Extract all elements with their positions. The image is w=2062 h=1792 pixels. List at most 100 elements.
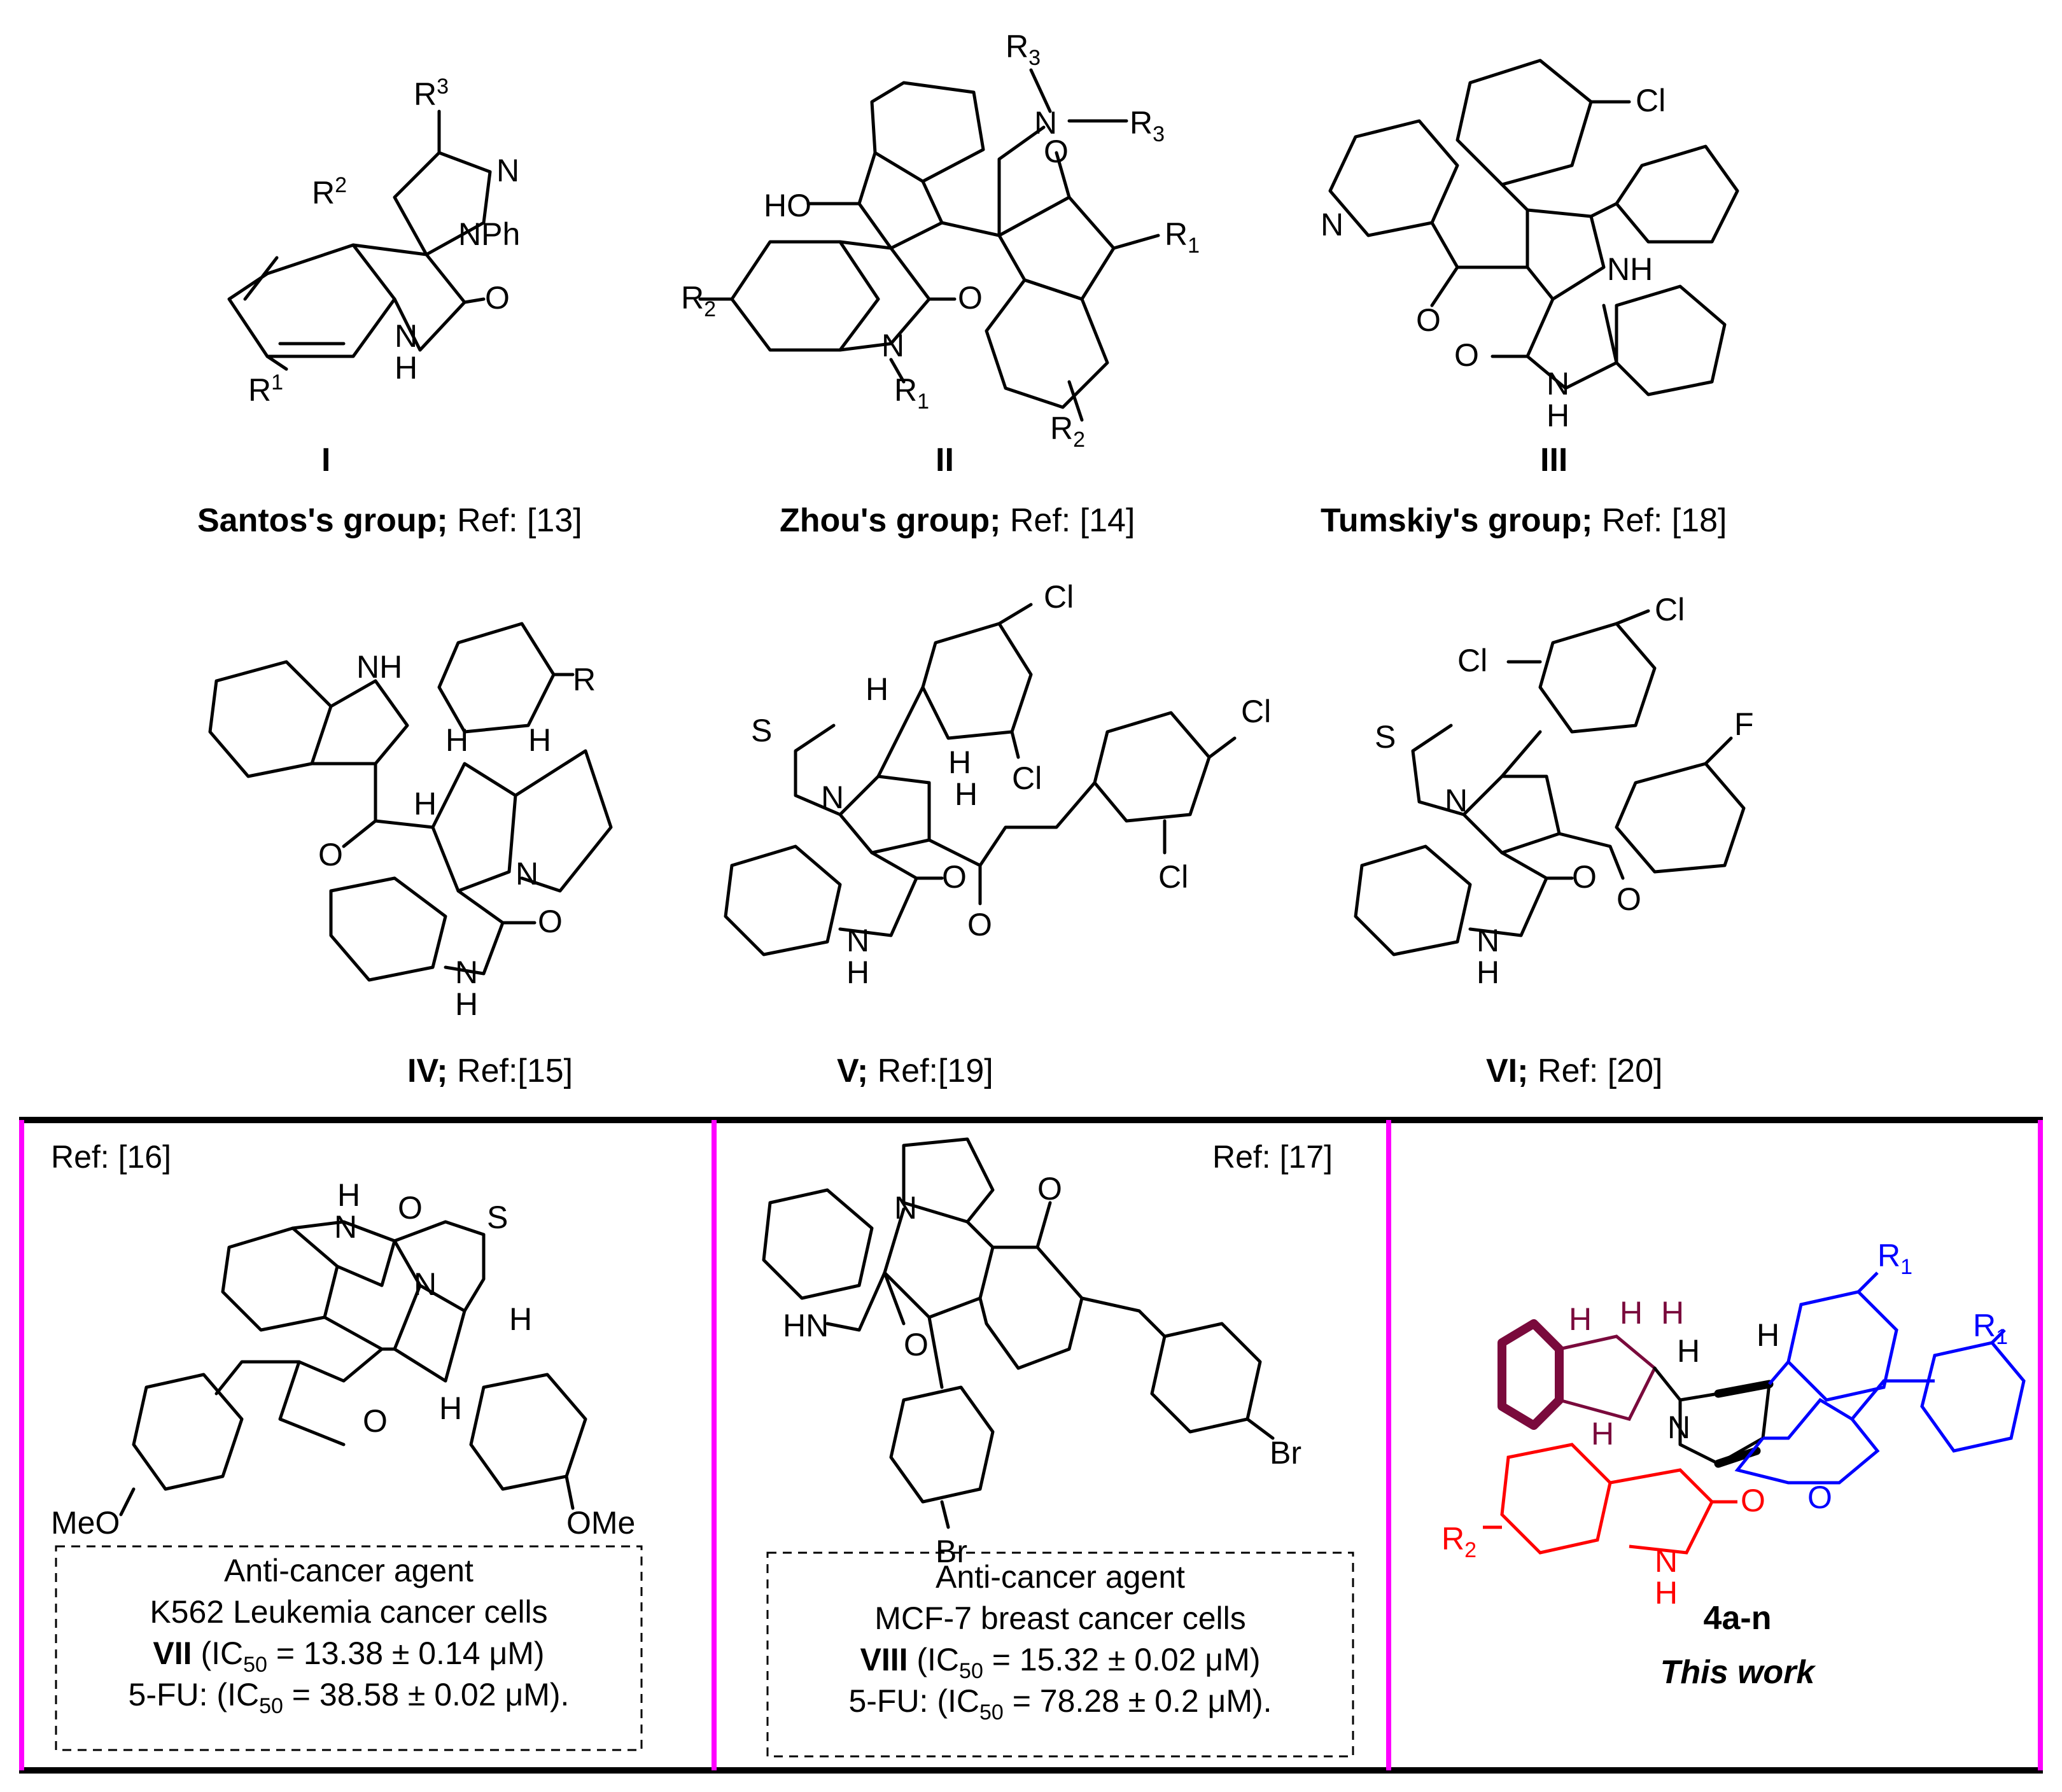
compound-caption: Santos's group; Ref: [13]	[197, 502, 582, 539]
label-cl: Cl	[1636, 83, 1666, 118]
compound-III: Cl N O NH O N H III Tumskiy's group; Ref…	[1321, 59, 1739, 539]
label-cl4: Cl	[1158, 859, 1188, 895]
label-meo: MeO	[51, 1505, 120, 1541]
label-o2: O	[363, 1403, 388, 1439]
label-s: S	[1375, 719, 1396, 755]
chlorophenyl-ring	[1455, 59, 1593, 186]
indane-benzene	[870, 81, 985, 183]
aryl-ring-r1b	[1920, 1341, 2026, 1453]
label-h1: H	[414, 786, 437, 822]
label-nh: NH	[1607, 251, 1653, 287]
compound-numeral: III	[1540, 442, 1568, 479]
activity-box	[766, 1551, 1354, 1758]
label-r: R	[573, 662, 596, 697]
label-n-pyr: N	[1321, 207, 1343, 242]
label-f: F	[1734, 706, 1754, 742]
box-line3: VIII (IC50 = 15.32 ± 0.02 μM)	[860, 1642, 1260, 1683]
label-h1: H	[866, 671, 888, 707]
label-n: N	[1445, 783, 1468, 818]
panel-ref: Ref: [17]	[1212, 1139, 1333, 1175]
label-cl3: Cl	[1241, 694, 1271, 729]
label-h-nh: H	[337, 1177, 360, 1213]
label-h2: H	[445, 722, 468, 758]
compound-V: Cl Cl S H H H N O Cl Cl O N H V; Ref:[19…	[724, 579, 1271, 1089]
compound-4a-n: H H H H N H H R1 O R1 O N H R2 4a-n This…	[1441, 1238, 2026, 1691]
label-o-lact: O	[958, 280, 983, 316]
label-r3a: R3	[1006, 29, 1041, 70]
label-h1: H	[509, 1301, 532, 1337]
label-n: N	[1667, 1410, 1690, 1445]
label-r1: R1	[248, 370, 283, 408]
cyclohexane-ring	[1497, 1319, 1564, 1430]
label-o-lact: O	[1572, 859, 1597, 895]
label-h3: H	[955, 776, 978, 812]
label-r1a: R1	[1877, 1238, 1912, 1279]
label-nh-h: H	[395, 350, 417, 386]
label-cl2: Cl	[1012, 760, 1042, 796]
compound-numeral: I	[321, 442, 330, 479]
indole-benzene	[208, 660, 333, 778]
label-r3: R3	[414, 74, 449, 112]
compound-caption: IV; Ref:[15]	[407, 1053, 573, 1089]
label-h1: H	[1569, 1301, 1592, 1337]
box-line3: VII (IC50 = 13.38 ± 0.14 μM)	[153, 1635, 544, 1677]
label-n: N	[516, 856, 538, 892]
label-nph: NPh	[458, 216, 520, 252]
label-r1-top: R1	[1165, 216, 1200, 258]
compound-caption: This work	[1660, 1654, 1817, 1691]
label-r2-right: R2	[1050, 410, 1085, 452]
label-br1: Br	[1270, 1435, 1301, 1471]
label-s: S	[487, 1200, 508, 1235]
compound-caption: Zhou's group; Ref: [14]	[780, 502, 1135, 539]
label-nh-n: N	[395, 318, 417, 354]
panel-ref: Ref: [16]	[51, 1139, 171, 1175]
label-s: S	[751, 713, 772, 748]
compound-numeral: 4a-n	[1704, 1600, 1772, 1637]
label-o-ket: O	[967, 907, 992, 942]
label-h-lact: H	[1546, 398, 1569, 433]
label-h-lact: H	[1476, 955, 1499, 990]
label-r1-n: R1	[894, 372, 929, 414]
label-hn: HN	[783, 1308, 829, 1343]
label-h-lact: H	[455, 986, 478, 1022]
box-line4: 5-FU: (IC50 = 78.28 ± 0.2 μM).	[848, 1683, 1272, 1725]
label-h3: H	[1661, 1295, 1684, 1331]
label-n-lact: N	[1476, 923, 1499, 958]
label-h3: H	[528, 722, 551, 758]
compound-caption: VI; Ref: [20]	[1486, 1053, 1662, 1089]
label-h2: H	[439, 1390, 462, 1426]
box-line1: Anti-cancer agent	[224, 1553, 473, 1588]
label-r1b: R1	[1973, 1308, 2008, 1349]
label-cl1: Cl	[1044, 579, 1074, 615]
box-line2: MCF-7 breast cancer cells	[874, 1600, 1246, 1636]
compound-VI: Cl Cl S N O F O N H VI; Ref: [20]	[1354, 592, 1754, 1089]
label-r3b: R3	[1130, 105, 1165, 146]
label-h-lact: H	[1655, 1575, 1678, 1611]
label-n-lact: N	[881, 328, 904, 363]
label-h-lact: H	[846, 955, 869, 990]
label-n: N	[496, 153, 519, 188]
oxindole-ring	[1500, 1443, 1612, 1555]
label-n-lact: N	[455, 955, 478, 990]
label-h4: H	[1677, 1333, 1700, 1369]
benzene-ring	[227, 243, 396, 358]
label-n: N	[894, 1190, 917, 1226]
bottom-panel-frame	[19, 1117, 2043, 1774]
label-cl2: Cl	[1655, 592, 1685, 627]
label-o-ket: O	[1416, 302, 1441, 338]
label-n-amine: N	[1034, 105, 1057, 141]
label-nh-ind: NH	[356, 649, 402, 685]
label-o: O	[1037, 1171, 1062, 1207]
compound-numeral: II	[936, 442, 954, 479]
label-br2: Br	[936, 1534, 967, 1569]
label-o: O	[485, 280, 510, 316]
activity-box	[55, 1545, 643, 1751]
label-n-lact: N	[1546, 366, 1569, 402]
box-line2: K562 Leukemia cancer cells	[150, 1594, 547, 1630]
label-o-top: O	[1044, 134, 1069, 169]
label-n-lact: N	[846, 923, 869, 958]
compound-I: R3 R2 N NPh O N H R1 I Santos's group; R…	[197, 74, 582, 539]
pyridine-ring	[1328, 119, 1459, 237]
label-o-lact: O	[1454, 337, 1479, 373]
